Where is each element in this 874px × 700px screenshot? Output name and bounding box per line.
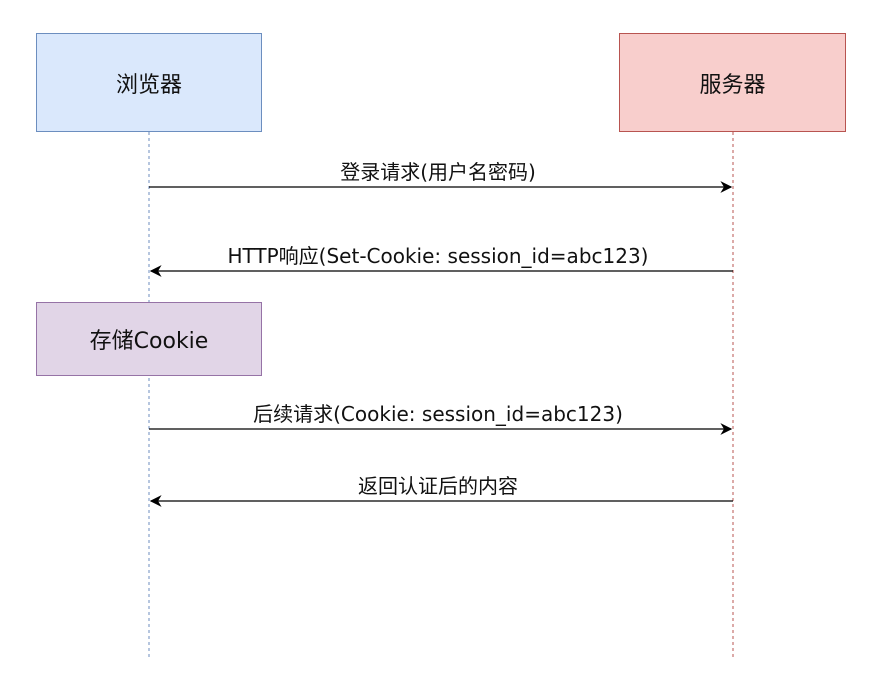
- store-cookie-note: 存储Cookie: [36, 302, 262, 376]
- browser-participant: 浏览器: [36, 33, 262, 132]
- http-response-label: HTTP响应(Set-Cookie: session_id=abc123): [227, 244, 649, 268]
- authenticated-content-label: 返回认证后的内容: [358, 474, 518, 498]
- store-cookie-label: 存储Cookie: [89, 329, 209, 354]
- server-participant: 服务器: [619, 33, 846, 132]
- subsequent-request-label: 后续请求(Cookie: session_id=abc123): [253, 402, 623, 426]
- server-label: 服务器: [699, 72, 766, 98]
- browser-label: 浏览器: [115, 72, 182, 98]
- login-request-label: 登录请求(用户名密码): [340, 160, 536, 184]
